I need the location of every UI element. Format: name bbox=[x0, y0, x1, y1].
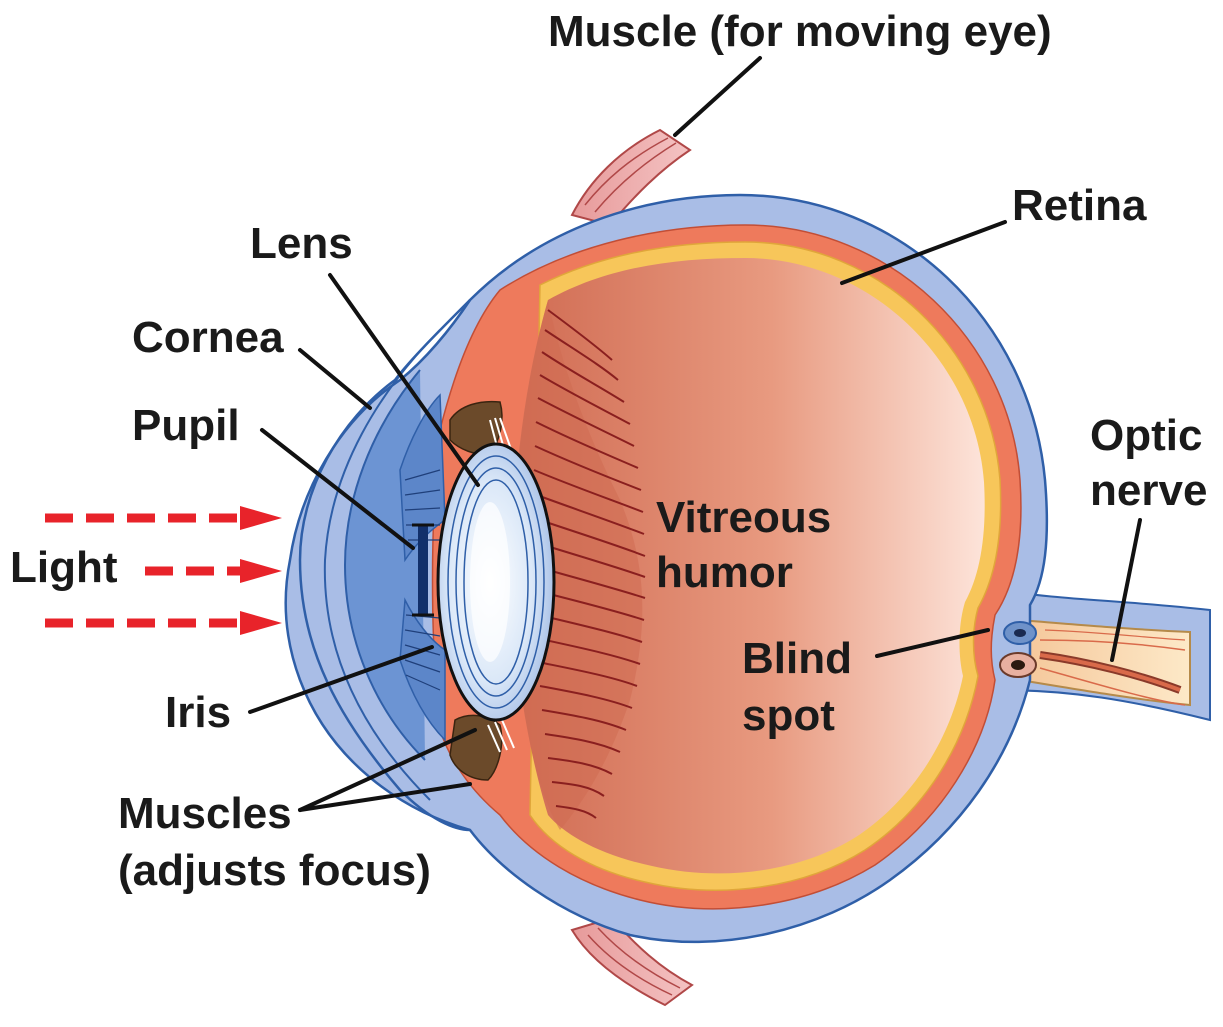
label-cornea: Cornea bbox=[132, 313, 284, 362]
label-muscle-moving-eye: Muscle (for moving eye) bbox=[548, 7, 1052, 56]
label-optic-line1: Optic bbox=[1090, 411, 1202, 460]
label-light: Light bbox=[10, 543, 118, 592]
label-retina: Retina bbox=[1012, 181, 1147, 230]
label-iris: Iris bbox=[165, 688, 231, 737]
label-vitreous-line1: Vitreous bbox=[656, 493, 831, 542]
lens bbox=[438, 444, 554, 720]
label-muscles-line1: Muscles bbox=[118, 789, 292, 838]
label-optic-line2: nerve bbox=[1090, 466, 1207, 515]
label-blind-line1: Blind bbox=[742, 634, 852, 683]
label-muscles-line2: (adjusts focus) bbox=[118, 846, 431, 895]
label-lens: Lens bbox=[250, 219, 353, 268]
optic-nerve bbox=[1000, 590, 1210, 720]
label-blind-line2: spot bbox=[742, 691, 835, 740]
label-pupil: Pupil bbox=[132, 401, 240, 450]
label-vitreous-line2: humor bbox=[656, 548, 793, 597]
